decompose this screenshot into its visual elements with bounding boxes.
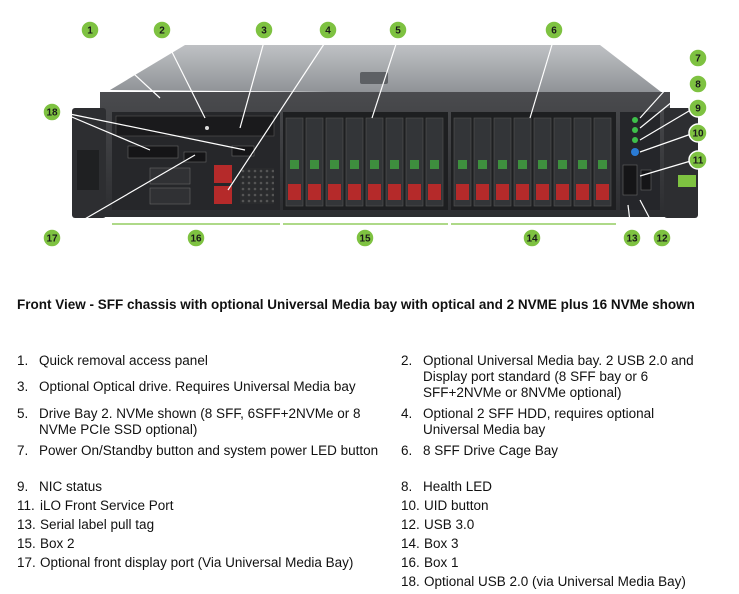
svg-text:15: 15 — [359, 234, 371, 245]
status-panel — [620, 112, 660, 210]
legend-text: Box 1 — [424, 555, 459, 570]
svg-text:16: 16 — [190, 234, 202, 245]
legend-number: 14. — [401, 536, 420, 551]
callout-2: 2 — [152, 20, 172, 40]
legend-text: Health LED — [423, 479, 493, 494]
callout-17: 17 — [42, 228, 62, 248]
legend-text: Box 2 — [40, 536, 75, 551]
legend-number: 16. — [401, 555, 420, 570]
server-front-view-figure: 1 2 3 4 5 6 7 8 9 10 11 12 13 14 15 16 1… — [42, 20, 708, 248]
svg-text:6: 6 — [551, 26, 557, 37]
legend-text: UID button — [424, 498, 489, 513]
svg-text:4: 4 — [325, 26, 331, 37]
legend-number: 13. — [17, 517, 36, 532]
legend-number: 15. — [17, 536, 36, 551]
legend-text: Optional 2 SFF HDD, requires optional Un… — [423, 406, 655, 437]
callout-9: 9 — [688, 98, 708, 118]
legend-text: Optional Optical drive. Requires Univers… — [39, 379, 356, 394]
legend-number: 12. — [401, 517, 420, 532]
drive-cage-2 — [283, 112, 448, 210]
callout-6: 6 — [544, 20, 564, 40]
svg-text:12: 12 — [656, 234, 668, 245]
svg-text:9: 9 — [695, 104, 701, 115]
svg-text:7: 7 — [695, 54, 701, 65]
callout-1: 1 — [80, 20, 100, 40]
callout-14: 14 — [522, 228, 542, 248]
legend-text: iLO Front Service Port — [40, 498, 174, 513]
callout-18: 18 — [42, 102, 62, 122]
svg-text:8: 8 — [695, 80, 701, 91]
legend-text: NIC status — [39, 479, 103, 494]
legend-text: Drive Bay 2. NVMe shown (8 SFF, 6SFF+2NV… — [39, 406, 361, 437]
legend-text: Optional USB 2.0 (via Universal Media Ba… — [424, 574, 686, 589]
legend-number: 8. — [401, 479, 413, 494]
svg-text:13: 13 — [626, 234, 638, 245]
legend-number: 6. — [401, 443, 413, 458]
svg-text:2: 2 — [159, 26, 165, 37]
svg-text:11: 11 — [693, 156, 704, 167]
legend-text: Box 3 — [424, 536, 459, 551]
legend-number: 2. — [401, 353, 413, 368]
legend-number: 3. — [17, 379, 29, 394]
legend-text: Serial label pull tag — [40, 517, 155, 532]
callout-3: 3 — [254, 20, 274, 40]
legend-number: 18. — [401, 574, 420, 589]
universal-media-bay — [112, 112, 280, 210]
legend-number: 10. — [401, 498, 420, 513]
legend-text: Quick removal access panel — [39, 353, 208, 368]
svg-text:18: 18 — [46, 108, 58, 119]
legend-number: 9. — [17, 479, 29, 494]
svg-text:1: 1 — [87, 26, 93, 37]
svg-text:14: 14 — [526, 234, 538, 245]
legend-number: 4. — [401, 406, 413, 421]
svg-text:10: 10 — [692, 129, 704, 140]
legend-text: Optional Universal Media bay. 2 USB 2.0 … — [423, 353, 694, 400]
callout-8: 8 — [688, 74, 708, 94]
callout-5: 5 — [388, 20, 408, 40]
svg-text:3: 3 — [261, 26, 267, 37]
legend-number: 1. — [17, 353, 29, 368]
callout-7: 7 — [688, 48, 708, 68]
leader-lines — [51, 37, 695, 239]
callout-15: 15 — [355, 228, 375, 248]
figure-caption: Front View - SFF chassis with optional U… — [17, 297, 695, 312]
legend-number: 5. — [17, 406, 29, 421]
svg-text:5: 5 — [395, 26, 401, 37]
legend-number: 7. — [17, 443, 29, 458]
legend-text: Power On/Standby button and system power… — [39, 443, 379, 458]
callout-11: 11 — [688, 150, 708, 170]
legend-text: USB 3.0 — [424, 517, 475, 532]
callout-10: 10 — [688, 123, 708, 143]
legend-text: 8 SFF Drive Cage Bay — [423, 443, 559, 458]
legend-number: 17. — [17, 555, 36, 570]
callout-16: 16 — [186, 228, 206, 248]
legend-text: Optional front display port (Via Univers… — [40, 555, 354, 570]
callout-12: 12 — [652, 228, 672, 248]
drive-cage-3 — [451, 112, 616, 210]
callout-13: 13 — [622, 228, 642, 248]
svg-text:17: 17 — [46, 234, 58, 245]
callout-4: 4 — [318, 20, 338, 40]
legend-number: 11. — [17, 498, 35, 513]
